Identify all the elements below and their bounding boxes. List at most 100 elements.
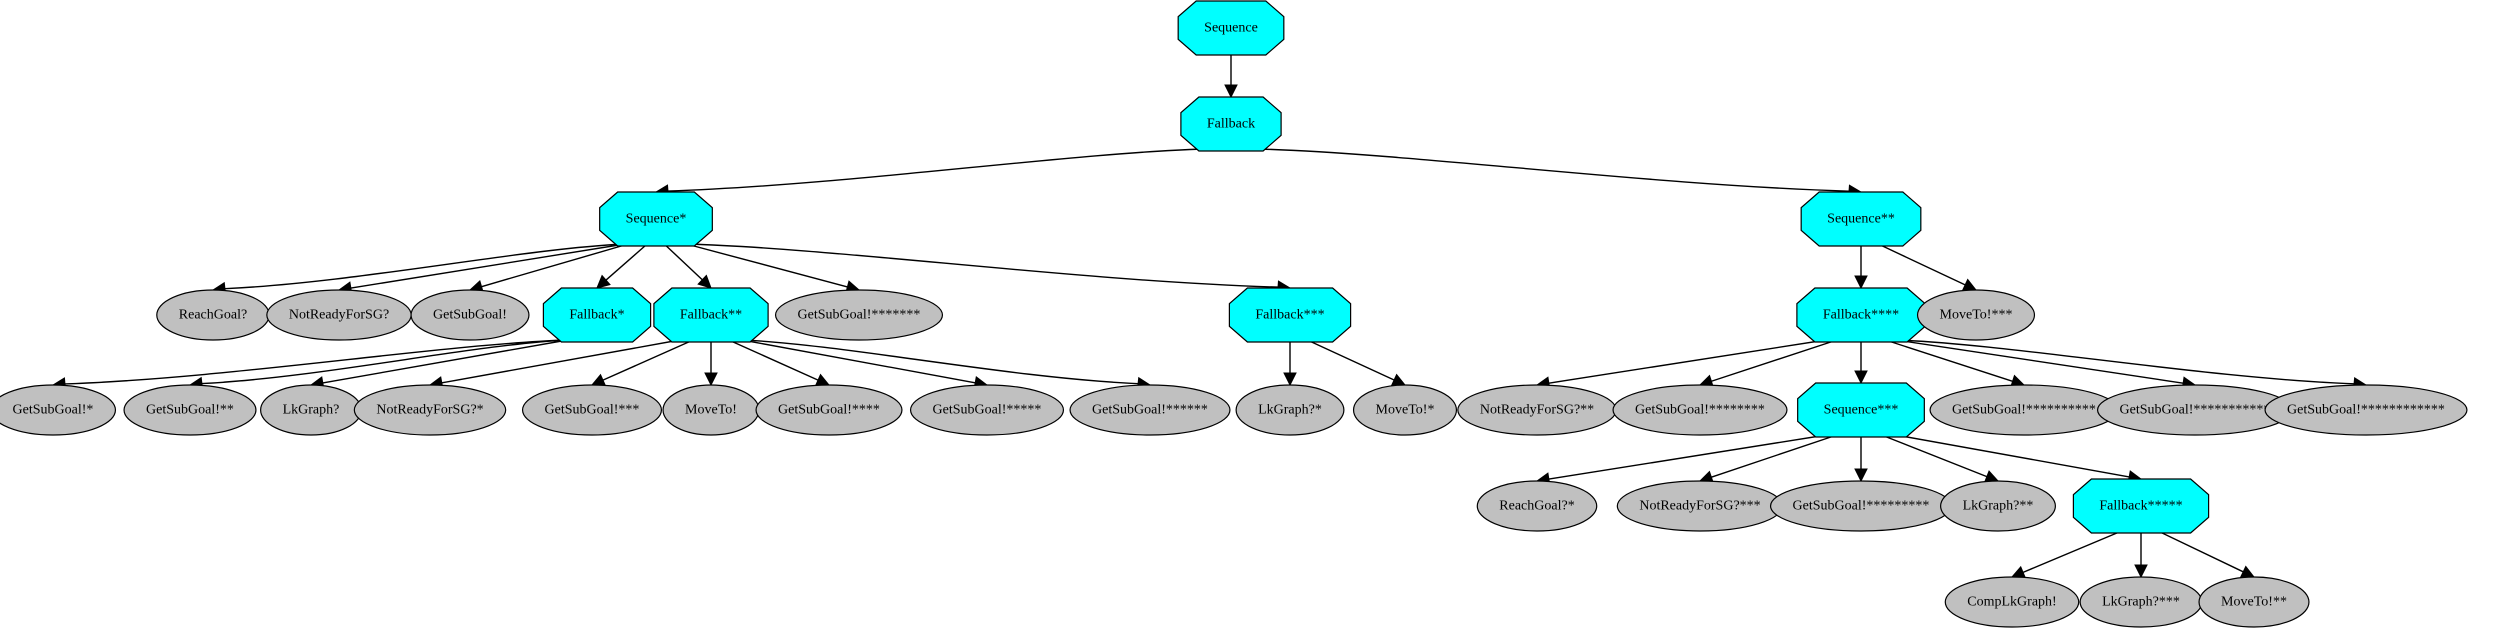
node-label: MoveTo!* <box>1376 403 1435 418</box>
edge-fb0-seq1 <box>667 148 1204 192</box>
node-label: GetSubGoal!*********** <box>2120 403 2271 418</box>
octagon-shape <box>599 191 713 247</box>
control-node-fb4: Fallback**** <box>1796 287 1926 343</box>
edge-fb2-gs6b <box>742 339 1139 385</box>
ellipse-shape <box>1944 576 2080 628</box>
arrowhead <box>596 274 611 289</box>
edge-fb1-lk1 <box>322 339 568 384</box>
ellipse-shape <box>1235 384 1345 436</box>
edge-seq1-fb1 <box>605 243 648 281</box>
edge-seq1-nr1 <box>350 243 626 289</box>
edge-fb2-nr2 <box>441 339 680 384</box>
edge-fb4-gs10 <box>1885 339 2013 382</box>
control-node-fb3: Fallback*** <box>1228 287 1352 343</box>
edge-seq3-rg2 <box>1548 434 1827 480</box>
octagon-shape <box>1797 382 1925 438</box>
node-label: NotReadyForSG?* <box>376 403 483 418</box>
node-label: MoveTo!** <box>2221 595 2287 610</box>
octagon-shape <box>653 287 769 343</box>
node-label: GetSubGoal!* <box>13 403 94 418</box>
octagon-shape <box>1177 0 1285 56</box>
node-label: GetSubGoal!***** <box>933 403 1042 418</box>
leaf-node-mv2: MoveTo!* <box>1352 384 1458 436</box>
ellipse-shape <box>521 384 663 436</box>
arrowhead <box>2134 564 2148 579</box>
ellipse-shape <box>774 289 944 341</box>
ellipse-shape <box>123 384 257 436</box>
leaf-node-mv1: MoveTo! <box>662 384 760 436</box>
leaf-node-gs4: GetSubGoal!*** <box>521 384 663 436</box>
arrowhead <box>590 373 607 387</box>
edge-seq3-lk3 <box>1881 434 1988 478</box>
control-node-seq1: Sequence* <box>599 191 713 247</box>
leaf-node-gs7: GetSubGoal!******* <box>774 289 944 341</box>
node-label: LkGraph? <box>283 403 340 418</box>
arrowhead <box>704 372 718 387</box>
leaf-node-gs6b: GetSubGoal!****** <box>1069 384 1231 436</box>
leaf-node-gs12: GetSubGoal!************ <box>2264 384 2468 436</box>
edge-fb5-mv4 <box>2157 530 2244 573</box>
ellipse-shape <box>1612 384 1788 436</box>
edge-seq2-mv3 <box>1877 243 1966 286</box>
edge-fb4-gs8 <box>1711 339 1838 382</box>
control-node-fb0: Fallback <box>1180 96 1282 152</box>
leaf-node-gs9: GetSubGoal!********* <box>1769 480 1953 532</box>
node-label: GetSubGoal!*** <box>545 403 640 418</box>
node-label: Fallback** <box>680 308 742 323</box>
leaf-node-cl1: CompLkGraph! <box>1944 576 2080 628</box>
control-node-fb2: Fallback** <box>653 287 769 343</box>
edge-seq1-fb2 <box>663 243 703 281</box>
ellipse-shape <box>353 384 507 436</box>
leaf-node-gs2: GetSubGoal!* <box>0 384 117 436</box>
edge-seq1-fb3 <box>686 243 1279 288</box>
edge-fb1-gs3 <box>201 339 568 385</box>
node-label: LkGraph?* <box>1258 403 1322 418</box>
control-node-fb1: Fallback* <box>542 287 652 343</box>
node-label: ReachGoal? <box>179 308 247 323</box>
node-label: MoveTo! <box>685 403 737 418</box>
octagon-shape <box>542 287 652 343</box>
node-label: NotReadyForSG? <box>289 308 389 323</box>
arrowhead <box>1390 373 1407 386</box>
node-label: Fallback* <box>569 308 624 323</box>
arrowhead <box>697 274 712 289</box>
edge-fb2-gs6 <box>742 339 976 384</box>
ellipse-shape <box>755 384 903 436</box>
leaf-node-gs8: GetSubGoal!******** <box>1612 384 1788 436</box>
octagon-shape <box>1228 287 1352 343</box>
node-label: GetSubGoal!************ <box>2287 403 2445 418</box>
node-label: GetSubGoal!******* <box>798 308 921 323</box>
edge-fb2-gs5 <box>728 339 819 381</box>
leaf-node-mv3: MoveTo!*** <box>1916 289 2036 341</box>
edge-fb1-gs2 <box>64 339 568 385</box>
octagon-shape <box>1800 191 1922 247</box>
node-label: ReachGoal?* <box>1499 499 1574 514</box>
node-label: LkGraph?*** <box>2102 595 2180 610</box>
edge-fb3-mv2 <box>1306 339 1395 381</box>
octagon-shape <box>2072 478 2210 534</box>
arrowhead <box>814 373 831 387</box>
arrowhead <box>2010 565 2027 579</box>
leaf-node-nr4: NotReadyForSG?*** <box>1616 480 1784 532</box>
leaf-node-lk2: LkGraph?* <box>1235 384 1345 436</box>
edge-fb0-seq2 <box>1258 148 1850 192</box>
leaf-node-lk4: LkGraph?*** <box>2079 576 2203 628</box>
node-label: MoveTo!*** <box>1940 308 2013 323</box>
node-label: LkGraph?** <box>1963 499 2034 514</box>
edge-seq1-gs7 <box>686 243 848 288</box>
leaf-node-rg2: ReachGoal?* <box>1476 480 1598 532</box>
node-label: Fallback <box>1207 117 1255 132</box>
leaf-node-gs5: GetSubGoal!**** <box>755 384 903 436</box>
control-node-seq3: Sequence*** <box>1797 382 1925 438</box>
node-label: GetSubGoal!** <box>146 403 234 418</box>
ellipse-shape <box>410 289 530 341</box>
arrowhead <box>1283 372 1297 387</box>
node-label: Sequence** <box>1827 212 1895 227</box>
edge-fb4-gs12 <box>1896 339 2355 385</box>
ellipse-shape <box>1476 480 1598 532</box>
ellipse-shape <box>2198 576 2310 628</box>
arrowhead <box>1961 278 1978 291</box>
leaf-node-lk3: LkGraph?** <box>1940 480 2056 532</box>
leaf-node-gs3: GetSubGoal!** <box>123 384 257 436</box>
